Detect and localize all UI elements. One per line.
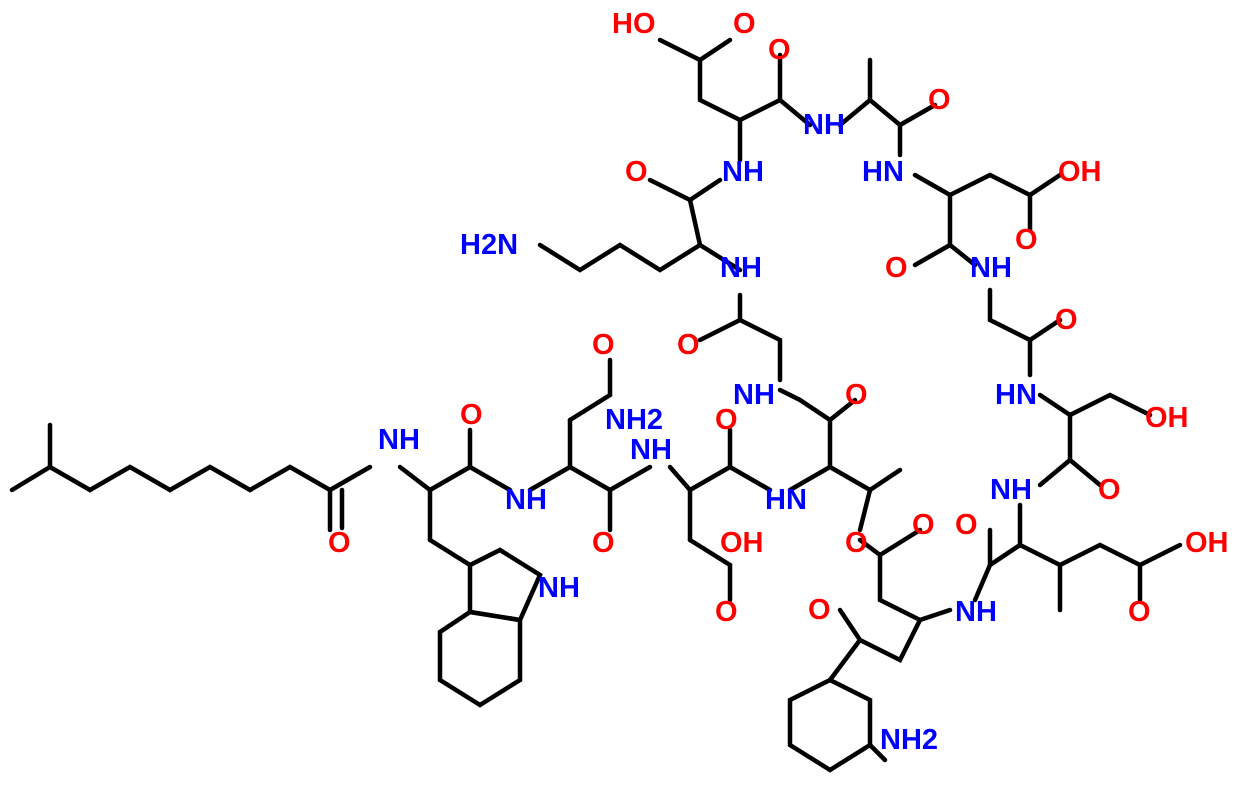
atom-amide-nh: HN bbox=[765, 484, 807, 516]
atom-amide-nh2: NH2 bbox=[605, 404, 663, 436]
atom-oxygen: O bbox=[768, 34, 791, 66]
atom-amide-nh: NH bbox=[990, 474, 1032, 506]
atom-oxygen: O bbox=[808, 594, 831, 626]
atom-oxygen: O bbox=[592, 527, 615, 559]
atom-oxygen: O bbox=[460, 399, 483, 431]
atom-amide-nh: NH bbox=[505, 484, 547, 516]
atom-oxygen: O bbox=[715, 404, 738, 436]
atom-oxygen: O bbox=[885, 252, 908, 284]
atom-hydroxyl: OH bbox=[1058, 156, 1102, 188]
atom-oxygen: O bbox=[733, 8, 756, 40]
atom-amide-nh: NH bbox=[733, 379, 775, 411]
atom-amine: H2N bbox=[460, 229, 518, 261]
atom-amide-nh: NH bbox=[630, 434, 672, 466]
atom-amide-nh: NH bbox=[378, 424, 420, 456]
atom-oxygen: O bbox=[1015, 224, 1038, 256]
atom-oxygen: O bbox=[1055, 304, 1078, 336]
atom-amide-nh: NH bbox=[722, 156, 764, 188]
atom-hydroxyl: OH bbox=[720, 527, 764, 559]
atom-labels: HO O O NH NH O HN OH O O NH H2N O NH O O… bbox=[328, 8, 1229, 756]
bond-skeleton bbox=[9, 37, 1183, 773]
atom-oxygen: O bbox=[845, 379, 868, 411]
atom-oxygen: O bbox=[912, 509, 935, 541]
atom-amide-nh: NH bbox=[803, 109, 845, 141]
atom-oxygen: O bbox=[715, 596, 738, 628]
atom-hydroxyl: OH bbox=[1185, 527, 1229, 559]
atom-aniline-nh2: NH2 bbox=[880, 724, 938, 756]
atom-oxygen: O bbox=[1098, 474, 1121, 506]
atom-indole-nh: NH bbox=[538, 572, 580, 604]
atom-amide-nh: NH bbox=[970, 252, 1012, 284]
atom-hydroxyl: OH bbox=[1145, 402, 1189, 434]
atom-oxygen: O bbox=[677, 329, 700, 361]
atom-amide-nh: HN bbox=[995, 379, 1037, 411]
atom-oxygen: O bbox=[592, 329, 615, 361]
atom-oxygen: O bbox=[955, 509, 978, 541]
atom-oxygen: O bbox=[328, 527, 351, 559]
atom-oxygen: O bbox=[928, 84, 951, 116]
atom-amide-nh: NH bbox=[720, 252, 762, 284]
atom-oxygen: O bbox=[1128, 596, 1151, 628]
atom-hydroxyl: HO bbox=[612, 8, 656, 40]
atom-amide-nh: HN bbox=[862, 156, 904, 188]
atom-oxygen: O bbox=[625, 156, 648, 188]
atom-amide-nh: NH bbox=[955, 596, 997, 628]
atom-ester-oxygen: O bbox=[845, 527, 868, 559]
